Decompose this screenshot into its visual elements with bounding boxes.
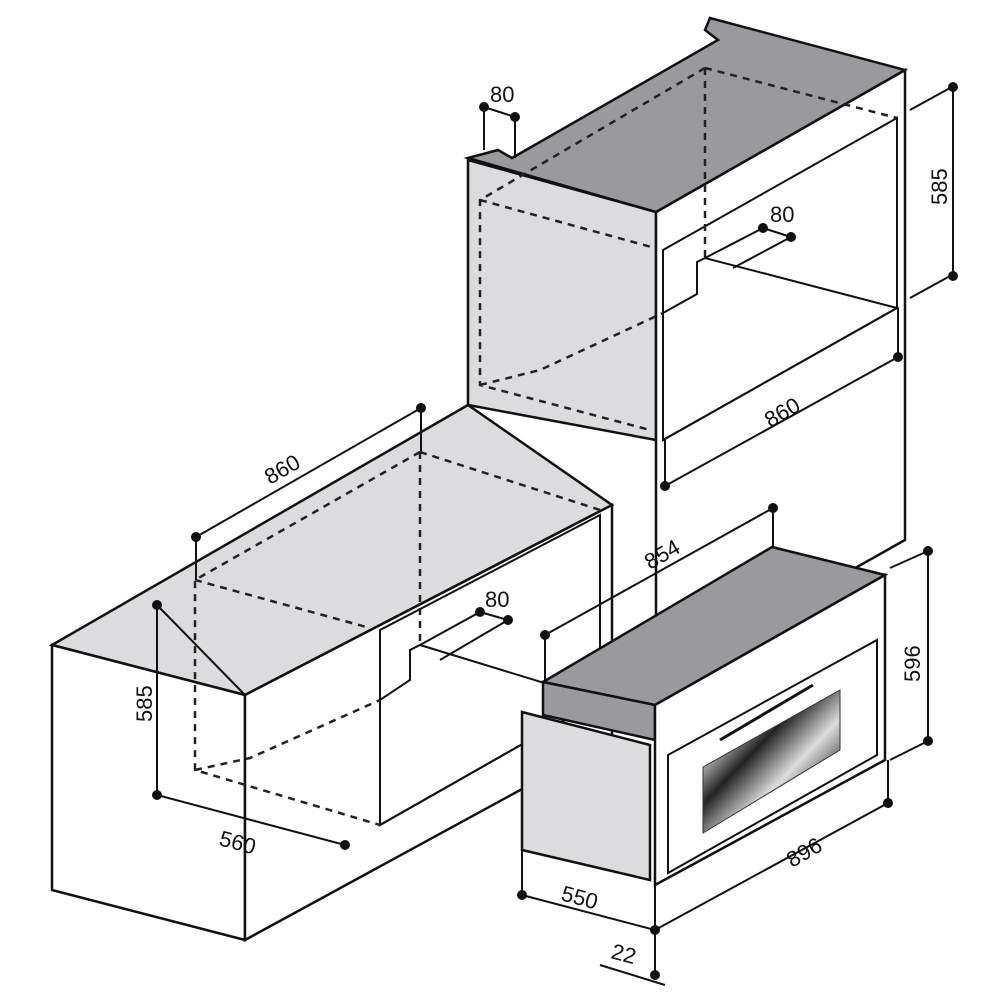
oven-width-label: 896 <box>782 832 826 872</box>
upper-niche-gap-label: 80 <box>770 202 794 227</box>
oven-depth-label: 550 <box>559 881 601 915</box>
upper-gap-top-label: 80 <box>490 82 514 107</box>
lower-width-label: 860 <box>260 449 304 489</box>
oven-height-label: 596 <box>900 645 925 682</box>
lower-niche-gap-label: 80 <box>485 587 509 612</box>
oven-door <box>667 638 878 875</box>
oven-handle <box>719 683 814 742</box>
oven-side-panel <box>520 710 652 882</box>
dimension-lines <box>156 87 954 986</box>
lower-cabinet <box>48 403 615 943</box>
upper-cabinet <box>463 16 909 683</box>
door-thickness-label: 22 <box>609 939 639 969</box>
lower-height-label: 585 <box>132 685 157 722</box>
upper-height-label: 585 <box>927 168 952 205</box>
oven <box>520 545 889 888</box>
dimension-points <box>152 82 958 980</box>
upper-cabinet-top <box>463 16 909 214</box>
oven-window <box>702 689 841 834</box>
